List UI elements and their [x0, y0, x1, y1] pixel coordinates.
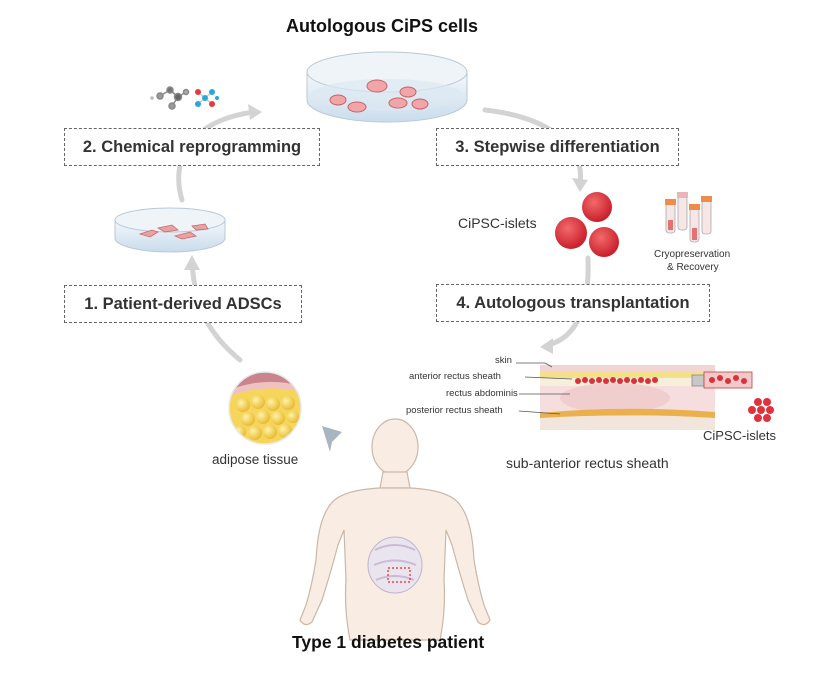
layer-leader-lines	[516, 362, 573, 415]
cips-petri-dish	[306, 51, 468, 123]
body-organs	[367, 536, 423, 594]
molecule-icon	[150, 86, 190, 110]
cipsc-islets-small	[748, 398, 774, 422]
human-body-figure	[299, 418, 491, 641]
layer-label-anterior: anterior rectus sheath	[409, 371, 501, 382]
step-2-box: 2. Chemical reprogramming	[64, 128, 320, 166]
adsc-petri-dish	[114, 207, 226, 253]
layer-label-skin: skin	[495, 355, 512, 366]
step-4-box: 4. Autologous transplantation	[436, 284, 710, 322]
arrow-head-step1	[184, 255, 200, 270]
cell-colonies	[329, 79, 429, 113]
adsc-cells	[138, 223, 209, 240]
arrow-patient-to-adipose	[322, 426, 342, 452]
site-label: sub-anterior rectus sheath	[506, 455, 669, 471]
islets-small-label: CiPSC-islets	[703, 428, 776, 443]
cryo-label-line2: & Recovery	[667, 262, 719, 273]
molecule-icon-2	[195, 89, 219, 107]
patient-label: Type 1 diabetes patient	[292, 632, 485, 652]
layer-label-rectus: rectus abdominis	[446, 388, 518, 399]
arrow-head-step3	[572, 178, 588, 192]
adipose-tissue-icon	[228, 371, 302, 445]
cipsc-islets-large	[555, 192, 619, 257]
cryo-label-line1: Cryopreservation	[654, 249, 731, 260]
step-1-box: 1. Patient-derived ADSCs	[64, 285, 302, 323]
arrow-head-site	[540, 338, 553, 354]
step-3-box: 3. Stepwise differentiation	[436, 128, 679, 166]
transplant-site-marker	[387, 567, 411, 583]
adipose-label: adipose tissue	[212, 452, 299, 467]
arrow-head-step2	[248, 104, 262, 120]
main-title: Autologous CiPS cells	[286, 16, 479, 36]
transplanted-islets-band	[575, 377, 658, 384]
layer-label-posterior: posterior rectus sheath	[406, 405, 503, 416]
tissue-cross-section	[516, 362, 753, 430]
islets-label: CiPSC-islets	[458, 215, 537, 231]
cryo-tubes-icon	[665, 192, 712, 243]
